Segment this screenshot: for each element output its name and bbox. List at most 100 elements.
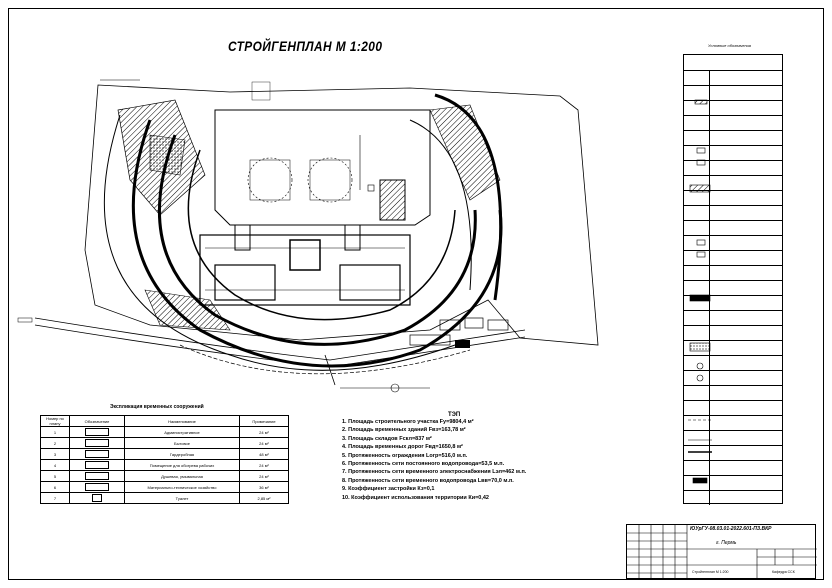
legend-row xyxy=(684,295,782,310)
legend-symbol-cell xyxy=(684,176,710,190)
legend-row xyxy=(684,415,782,430)
legend-symbol-cell xyxy=(684,71,710,85)
department-name: Кафедра ССК xyxy=(772,570,795,574)
legend-symbol-cell xyxy=(684,386,710,400)
tep-list: 1. Площадь строительного участка Fу=9804… xyxy=(342,418,526,502)
legend-row xyxy=(684,130,782,145)
row-note: 36 м² xyxy=(239,481,289,493)
row-name: Материально-техническое хозяйство xyxy=(124,481,240,493)
row-note: 2,85 м² xyxy=(239,492,289,504)
legend-symbol-cell xyxy=(684,416,710,430)
row-note: 48 м² xyxy=(239,448,289,460)
legend-symbol-cell xyxy=(684,446,710,460)
document-city: г. Пермь xyxy=(716,540,737,546)
title-block xyxy=(626,524,817,580)
legend-row xyxy=(684,310,782,325)
legend-symbol-cell xyxy=(684,431,710,445)
legend-symbol-cell xyxy=(684,101,710,115)
legend-row xyxy=(684,385,782,400)
tep-item: 7. Протяженность сети временного электро… xyxy=(342,469,527,476)
legend-symbol-cell xyxy=(684,86,710,100)
legend-symbol-cell xyxy=(684,251,710,265)
legend-symbol-cell xyxy=(684,281,710,295)
legend-row xyxy=(684,235,782,250)
legend-symbol-cell xyxy=(684,191,710,205)
sheet-name: Стройгенплан М 1:200 xyxy=(692,570,729,574)
legend-row xyxy=(684,220,782,235)
header-name: Наименование xyxy=(124,415,240,427)
legend-symbol-cell xyxy=(684,326,710,340)
legend-symbol-cell xyxy=(684,146,710,160)
legend-row xyxy=(684,100,782,115)
row-symbol xyxy=(69,481,125,493)
row-symbol xyxy=(69,459,125,471)
header-note: Примечание xyxy=(239,415,289,427)
row-number: 3 xyxy=(40,448,70,460)
legend-symbol-cell xyxy=(684,356,710,370)
tep-item: 10. Коэффициент использования территории… xyxy=(342,494,489,501)
legend-row xyxy=(684,370,782,385)
row-number: 4 xyxy=(40,459,70,471)
buildings-table-header: Номер по плану Обозначение Наименование … xyxy=(40,415,289,427)
row-name: Душевая, умывальная xyxy=(124,470,240,482)
drawing-title: СТРОЙГЕНПЛАН М 1:200 xyxy=(228,38,383,54)
row-number: 2 xyxy=(40,437,70,449)
row-number: 1 xyxy=(40,426,70,438)
row-symbol xyxy=(69,470,125,482)
header-symbol: Обозначение xyxy=(69,415,125,427)
legend-title: Условные обозначения xyxy=(708,43,752,48)
tep-title: ТЭП xyxy=(448,412,461,418)
legend-table xyxy=(683,54,783,505)
legend-row xyxy=(684,400,782,415)
row-note: 24 м² xyxy=(239,459,289,471)
tep-item: 9. Коэффициент застройки Кз=0,1 xyxy=(342,486,435,493)
row-number: 7 xyxy=(40,492,70,504)
legend-symbol-cell xyxy=(684,296,710,310)
legend-row xyxy=(684,145,782,160)
row-name: Бытовое xyxy=(124,437,240,449)
legend-row xyxy=(684,280,782,295)
legend-row xyxy=(684,85,782,100)
legend-symbol-cell xyxy=(684,116,710,130)
row-note: 24 м² xyxy=(239,437,289,449)
tep-item: 2. Площадь временных зданий Fвз=163,78 м… xyxy=(342,427,466,434)
header-number: Номер по плану xyxy=(40,415,70,427)
buildings-table: Номер по плану Обозначение Наименование … xyxy=(40,415,289,504)
row-name: Туалет xyxy=(124,492,240,504)
row-note: 24 м² xyxy=(239,426,289,438)
row-symbol xyxy=(69,492,125,504)
legend-row xyxy=(684,250,782,265)
row-symbol xyxy=(69,426,125,438)
legend-row xyxy=(684,445,782,460)
legend-symbol-cell xyxy=(684,341,710,355)
legend-row xyxy=(684,205,782,220)
tep-item: 6. Протяженность сети постоянного водопр… xyxy=(342,461,505,468)
legend-row xyxy=(684,430,782,445)
legend-symbol-cell xyxy=(684,161,710,175)
drawing-sheet-border xyxy=(8,8,824,580)
legend-row xyxy=(684,325,782,340)
legend-row xyxy=(684,70,782,85)
document-code: ЮУрГУ-08.03.01-2022.601-ПЗ.ВКР xyxy=(690,526,772,532)
row-number: 6 xyxy=(40,481,70,493)
legend-symbol-cell xyxy=(684,371,710,385)
legend-row xyxy=(684,475,782,490)
row-name: Административное xyxy=(124,426,240,438)
row-number: 5 xyxy=(40,470,70,482)
legend-row xyxy=(684,340,782,355)
tep-item: 4. Площадь временных дорог Fвд=1650,8 м² xyxy=(342,444,463,451)
legend-row xyxy=(684,160,782,175)
row-note: 24 м² xyxy=(239,470,289,482)
legend-symbol-cell xyxy=(684,491,710,505)
tep-item: 5. Протяженность ограждения Lогр=516,0 м… xyxy=(342,452,468,459)
legend-symbol-cell xyxy=(684,266,710,280)
legend-row xyxy=(684,190,782,205)
row-symbol xyxy=(69,448,125,460)
